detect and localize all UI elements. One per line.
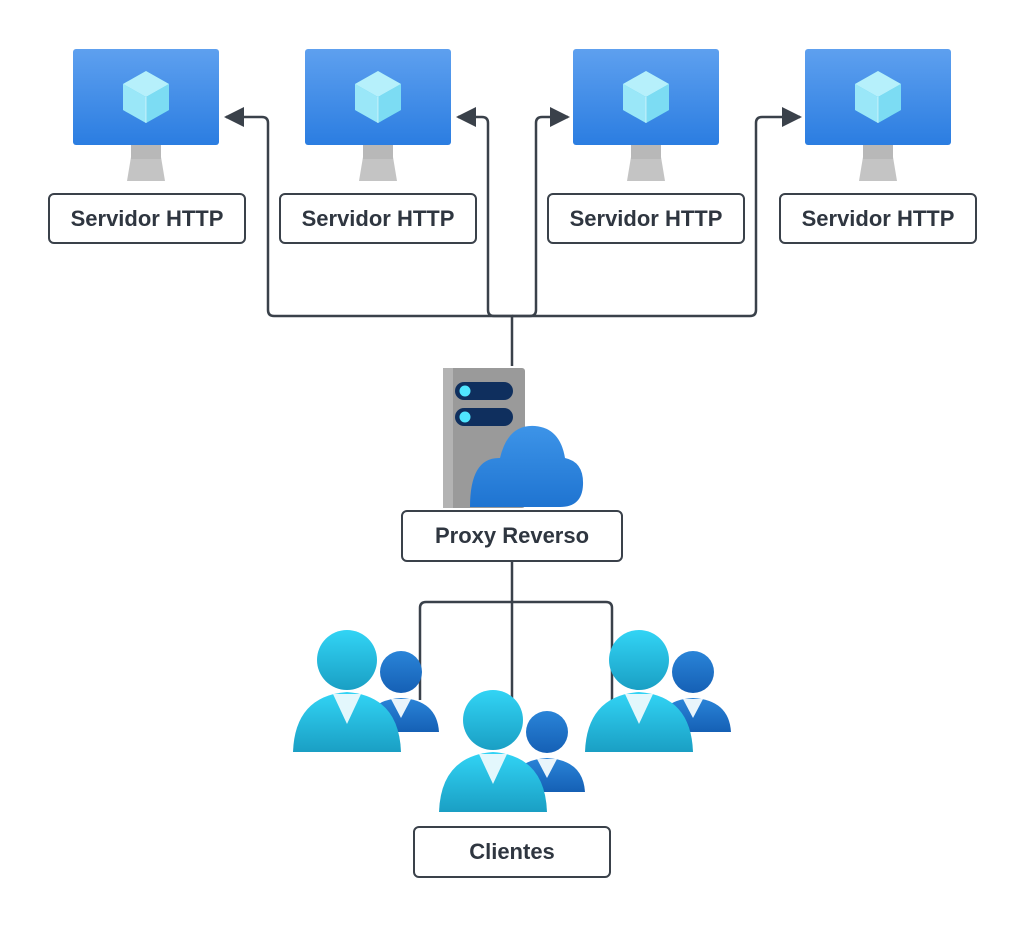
server-label-3: Servidor HTTP <box>547 193 745 244</box>
server-label-4: Servidor HTTP <box>779 193 977 244</box>
monitor-vm-icon <box>72 48 220 182</box>
users-icon <box>293 630 439 752</box>
users-icon <box>585 630 731 752</box>
client-connectors <box>418 562 614 700</box>
server-label-1: Servidor HTTP <box>48 193 246 244</box>
monitor-vm-icon <box>804 48 952 182</box>
monitor-vm-icon <box>304 48 452 182</box>
connector-server-2 <box>456 107 512 318</box>
connector-server-4 <box>512 107 802 318</box>
users-icon <box>439 690 585 812</box>
monitor-vm-icon <box>572 48 720 182</box>
server-label-2: Servidor HTTP <box>279 193 477 244</box>
proxy-label: Proxy Reverso <box>401 510 623 562</box>
server-cloud-icon <box>443 368 584 508</box>
server-connectors <box>224 107 802 366</box>
connector-server-1 <box>224 107 514 366</box>
clients-label: Clientes <box>413 826 611 878</box>
